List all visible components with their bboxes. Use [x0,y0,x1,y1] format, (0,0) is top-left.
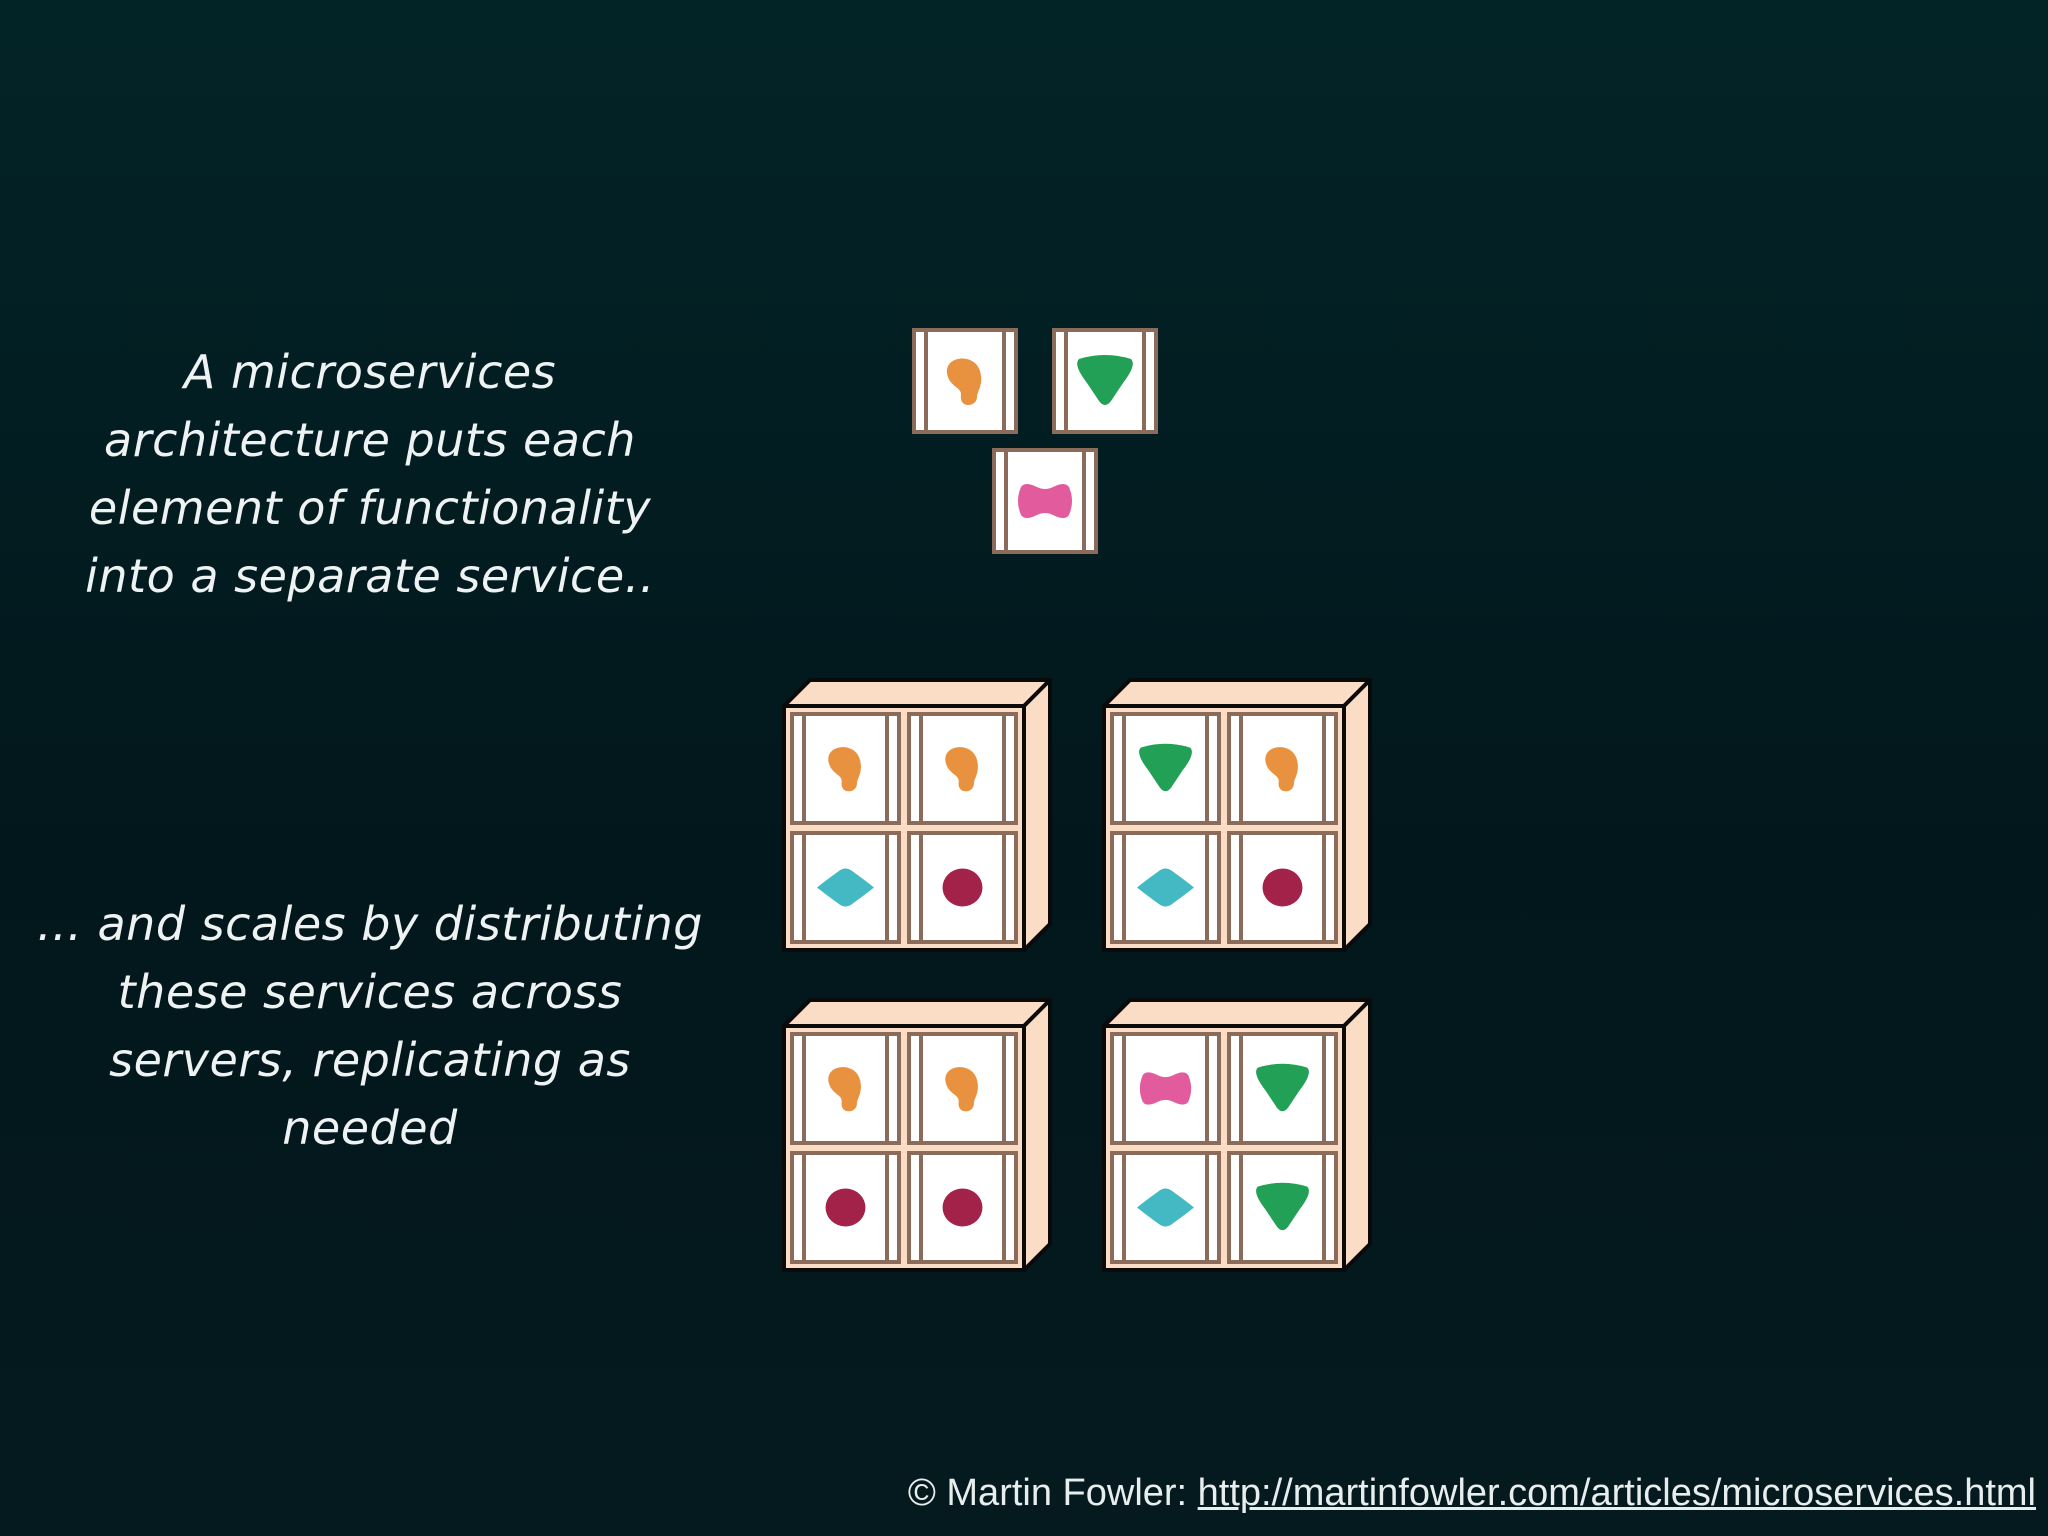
service-box [907,831,1018,944]
service-box [790,1032,901,1145]
caption-line: servers, replicating as [109,1033,631,1087]
source-link[interactable]: http://martinfowler.com/articles/microse… [1197,1472,2036,1514]
service-box [1110,1032,1221,1145]
service-box [1227,712,1338,825]
caption-line: element of functionality [88,481,652,535]
service-box [1110,831,1221,944]
service-box [1110,1151,1221,1264]
caption-line: architecture puts each [104,413,636,467]
orange-service-icon [828,1067,861,1112]
caption-top: A microservices architecture puts each e… [60,338,680,610]
orange-service-icon [1265,747,1298,792]
service-box [790,712,901,825]
caption-line: A microservices [183,345,557,399]
service-box [992,448,1098,554]
maroon-service-icon [942,868,983,907]
maroon-service-icon [825,1188,866,1227]
orange-service-icon [946,358,982,405]
service-box [1110,712,1221,825]
service-box [907,1151,1018,1264]
caption-line: these services across [117,965,623,1019]
caption-line: ... and scales by distributing [36,897,703,951]
service-box [1227,1032,1338,1145]
copyright-footer: © Martin Fowler: http://martinfowler.com… [908,1472,2036,1515]
teal-service-icon [817,868,874,907]
green-service-icon [1077,355,1133,405]
pink-service-icon [1139,1072,1192,1105]
service-box [790,831,901,944]
copyright-text: © Martin Fowler: [907,1472,1198,1514]
service-box [1052,328,1158,434]
maroon-service-icon [1262,868,1303,907]
service-box [907,712,1018,825]
service-box [1227,831,1338,944]
green-service-icon [1256,1063,1309,1112]
service-box [907,1032,1018,1145]
caption-bottom: ... and scales by distributing these ser… [30,890,710,1162]
teal-service-icon [1137,1188,1194,1227]
green-service-icon [1256,1182,1309,1231]
service-box [912,328,1018,434]
orange-service-icon [945,1067,978,1112]
orange-service-icon [828,747,861,792]
caption-line: into a separate service.. [85,549,655,603]
caption-line: needed [282,1101,458,1155]
teal-service-icon [1137,868,1194,907]
service-box [790,1151,901,1264]
pink-service-icon [1018,484,1072,518]
service-box [1227,1151,1338,1264]
orange-service-icon [945,747,978,792]
maroon-service-icon [942,1188,983,1227]
green-service-icon [1139,743,1192,792]
